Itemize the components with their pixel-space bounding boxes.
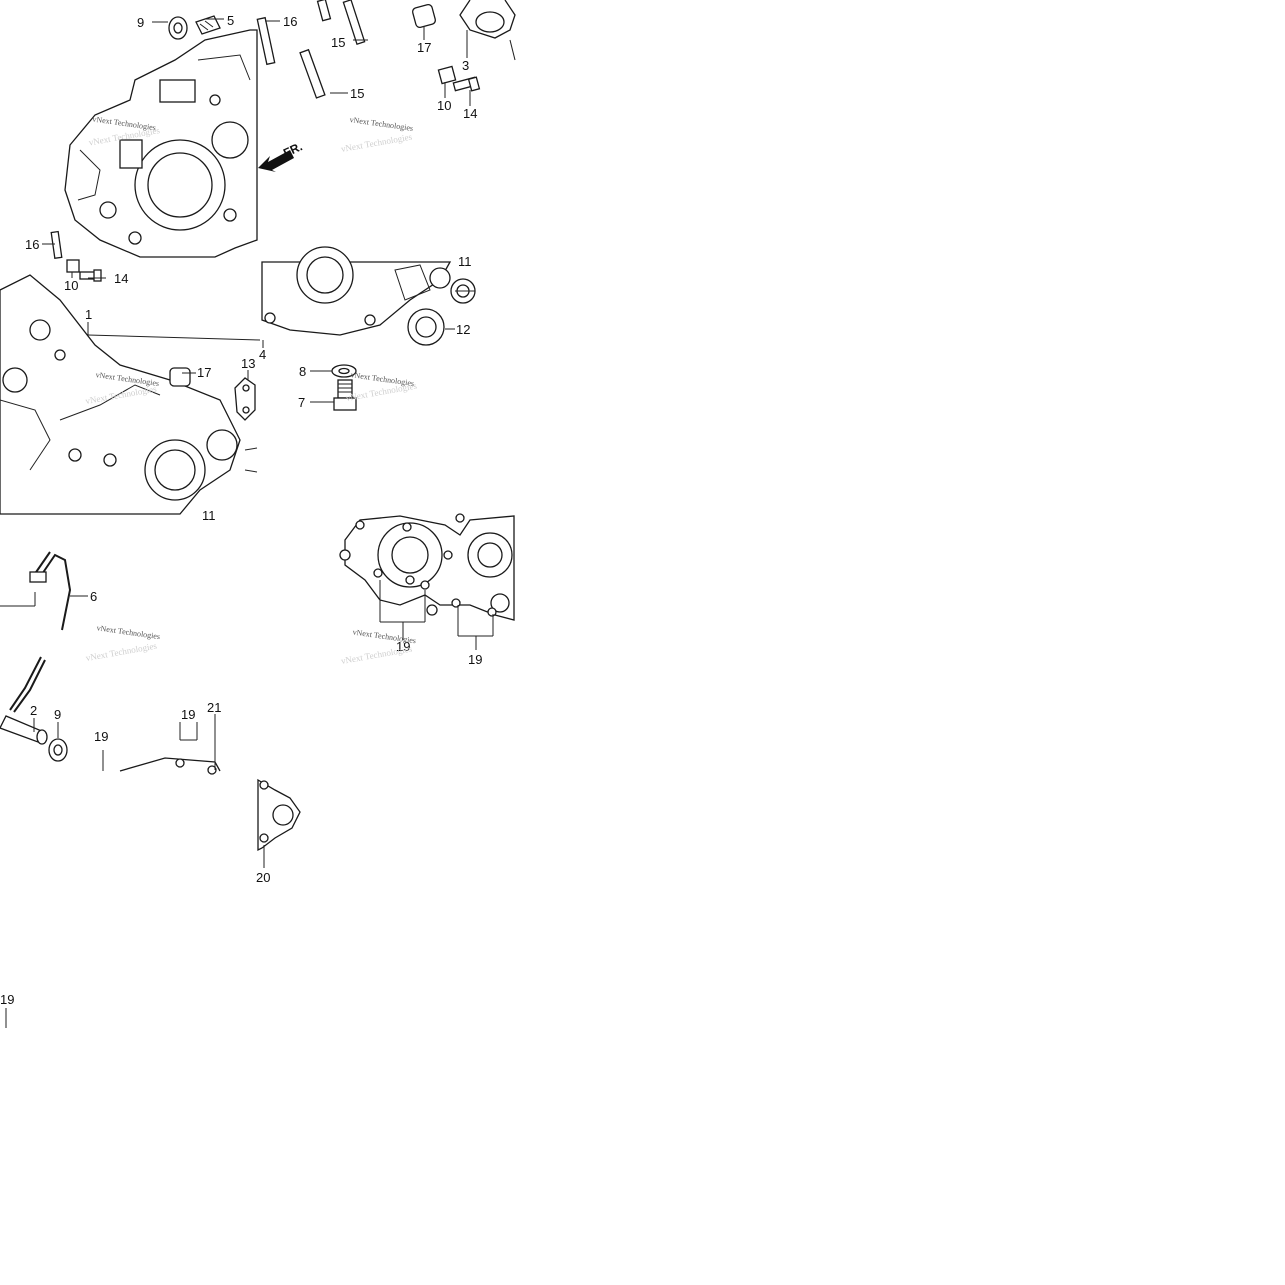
svg-text:vNext Technologies: vNext Technologies <box>350 370 415 388</box>
callout-4: 4 <box>259 347 266 362</box>
callout-13: 13 <box>241 356 255 371</box>
svg-text:vNext Technologies: vNext Technologies <box>340 644 413 666</box>
callout-9: 9 <box>54 707 61 722</box>
leader-lines <box>0 18 494 1028</box>
callout-21: 21 <box>207 700 221 715</box>
callout-1: 1 <box>85 307 92 322</box>
callout-8: 8 <box>299 364 306 379</box>
stud-16-mid <box>50 230 63 260</box>
callout-19: 19 <box>468 652 482 667</box>
front-arrow: FR. <box>258 139 305 172</box>
svg-text:vNext Technologies: vNext Technologies <box>349 115 414 133</box>
svg-text:FR.: FR. <box>281 139 304 160</box>
callout-10: 10 <box>437 98 451 113</box>
stud-16-top <box>256 16 276 66</box>
right-crankcase-half <box>261 246 452 336</box>
drain-bolt-7 <box>333 379 357 411</box>
callout-10: 10 <box>64 278 78 293</box>
callout-labels: 9 5 16 15 17 3 15 10 14 16 10 14 1 4 13 … <box>0 13 482 1007</box>
crankcase-assembly-view <box>0 274 241 515</box>
svg-text:vNext Technologies: vNext Technologies <box>340 132 413 154</box>
callout-11: 11 <box>202 508 216 523</box>
svg-text:vNext Technologies: vNext Technologies <box>85 641 158 663</box>
dowel-pin-5 <box>195 15 221 35</box>
callout-17: 17 <box>417 40 431 55</box>
callout-19: 19 <box>396 639 410 654</box>
right-crankcase-cover <box>339 513 515 621</box>
callout-16: 16 <box>25 237 39 252</box>
dowel-17-mid <box>169 367 191 387</box>
callout-14: 14 <box>463 106 477 121</box>
callout-16: 16 <box>283 14 297 29</box>
dowel-17-top <box>412 4 436 28</box>
callout-11: 11 <box>458 254 472 269</box>
callout-6: 6 <box>90 589 97 604</box>
callout-15: 15 <box>350 86 364 101</box>
callout-9: 9 <box>137 15 144 30</box>
bracket-13 <box>234 377 256 421</box>
stud-15-top <box>342 0 366 45</box>
callout-2: 2 <box>30 703 37 718</box>
cover-gasket-fragment <box>119 757 221 772</box>
svg-text:vNext Technologies: vNext Technologies <box>96 623 161 641</box>
cover-20 <box>257 778 301 852</box>
svg-text:vNext Technologies: vNext Technologies <box>352 627 417 645</box>
washer-10-top <box>437 65 457 85</box>
callout-19: 19 <box>0 992 14 1007</box>
stud-15-mid <box>299 48 326 99</box>
callout-19: 19 <box>181 707 195 722</box>
callout-14: 14 <box>114 271 128 286</box>
callout-17: 17 <box>197 365 211 380</box>
washer-10-mid <box>66 259 80 273</box>
callout-19: 19 <box>94 729 108 744</box>
callout-15: 15 <box>331 35 345 50</box>
tube-2 <box>0 715 48 745</box>
callout-20: 20 <box>256 870 270 885</box>
callout-12: 12 <box>456 322 470 337</box>
callout-5: 5 <box>227 13 234 28</box>
breather-hose-6 <box>9 551 72 713</box>
callout-7: 7 <box>298 395 305 410</box>
left-crankcase-half <box>64 29 258 258</box>
callout-3: 3 <box>462 58 469 73</box>
